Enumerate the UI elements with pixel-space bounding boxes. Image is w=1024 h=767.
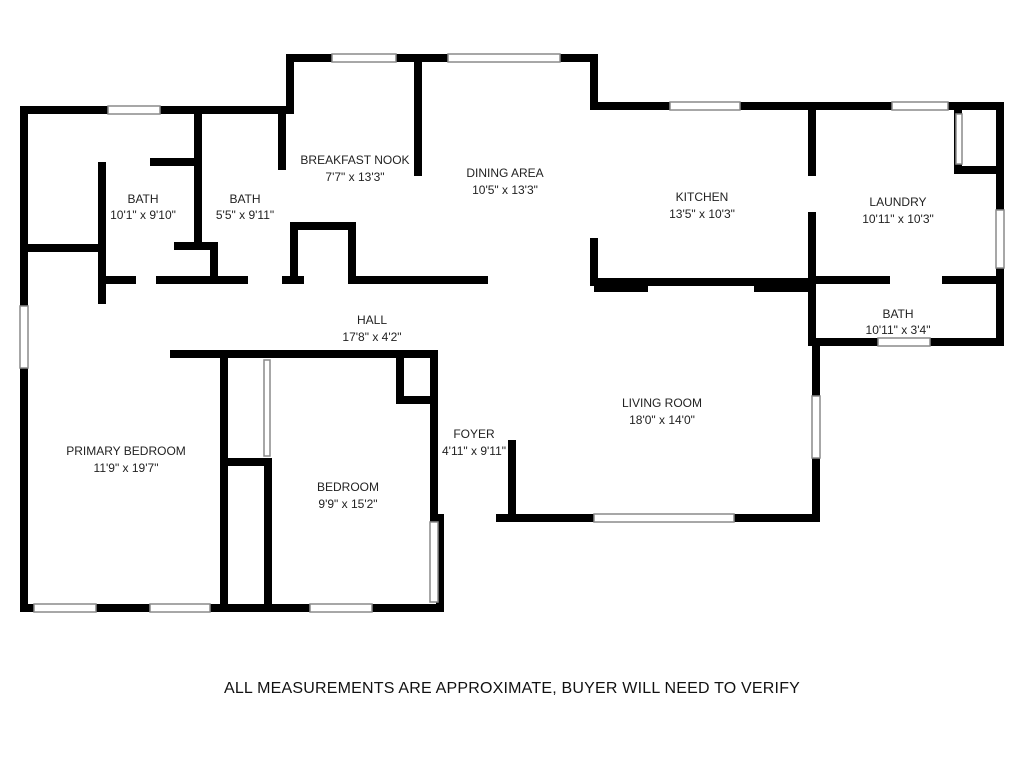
room-dims-laundry: 10'11" x 10'3" — [862, 212, 934, 226]
room-label-hall: HALL — [357, 313, 387, 327]
room-label-bath-1: BATH — [127, 192, 158, 206]
windows — [19, 53, 1005, 613]
room-label-bath-2: BATH — [229, 192, 260, 206]
room-dims-bedroom: 9'9" x 15'2" — [318, 497, 377, 511]
room-dims-bath-1: 10'1" x 9'10" — [110, 208, 176, 222]
room-dims-kitchen: 13'5" x 10'3" — [669, 207, 735, 221]
walls — [20, 54, 1004, 612]
window — [995, 209, 1005, 269]
window — [107, 105, 161, 115]
room-label-primary-bedroom: PRIMARY BEDROOM — [66, 444, 186, 458]
room-dims-bath-2: 5'5" x 9'11" — [216, 208, 274, 222]
window — [331, 53, 397, 63]
room-label-bedroom: BEDROOM — [317, 480, 379, 494]
room-label-kitchen: KITCHEN — [676, 190, 729, 204]
window — [669, 101, 741, 111]
window — [593, 513, 735, 523]
kitchen-counter-right — [754, 278, 810, 292]
kitchen-counter-left — [594, 278, 648, 292]
measurement-disclaimer: ALL MEASUREMENTS ARE APPROXIMATE, BUYER … — [223, 680, 801, 697]
window — [19, 305, 29, 369]
wall-bath2-closet — [174, 242, 218, 282]
room-label-dining-area: DINING AREA — [466, 166, 543, 180]
wall-nook-stub — [290, 222, 356, 284]
room-labels: BREAKFAST NOOK 7'7" x 13'3" DINING AREA … — [66, 153, 934, 511]
room-label-bath-3: BATH — [882, 307, 913, 321]
window — [955, 113, 963, 165]
window — [811, 395, 821, 459]
room-dims-dining-area: 10'5" x 13'3" — [472, 183, 538, 197]
room-label-foyer: FOYER — [453, 427, 495, 441]
window — [891, 101, 949, 111]
window — [263, 359, 271, 457]
window — [309, 603, 373, 613]
window — [429, 521, 439, 603]
room-dims-breakfast-nook: 7'7" x 13'3" — [325, 170, 384, 184]
room-label-laundry: LAUNDRY — [869, 195, 926, 209]
room-dims-foyer: 4'11" x 9'11" — [442, 444, 506, 458]
room-dims-living-room: 18'0" x 14'0" — [629, 413, 695, 427]
room-dims-hall: 17'8" x 4'2" — [342, 330, 401, 344]
window — [447, 53, 561, 63]
outer-wall-south-west — [20, 106, 444, 612]
window — [877, 337, 931, 347]
wall-foyer-closet — [396, 350, 436, 404]
room-dims-primary-bedroom: 11'9" x 19'7" — [94, 461, 159, 475]
wall-laundry-alcove — [954, 106, 1000, 174]
room-label-breakfast-nook: BREAKFAST NOOK — [300, 153, 409, 167]
window — [149, 603, 211, 613]
room-label-living-room: LIVING ROOM — [622, 396, 702, 410]
room-dims-bath-3: 10'11" x 3'4" — [866, 323, 931, 337]
window — [33, 603, 97, 613]
